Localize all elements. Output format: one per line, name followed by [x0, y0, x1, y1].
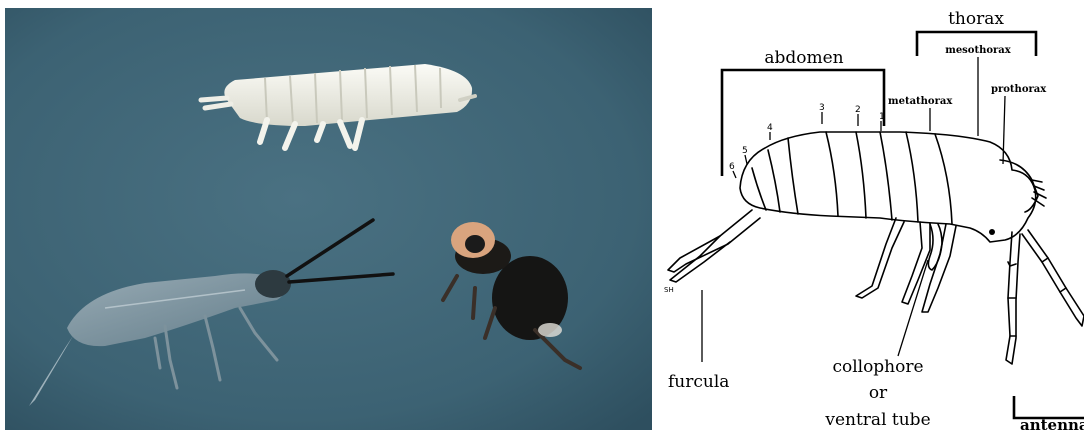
furcula-label: furcula: [668, 372, 729, 392]
segment-number-5: 5: [742, 146, 748, 156]
mesothorax-label: mesothorax: [945, 45, 1012, 56]
prothorax-label: prothorax: [991, 84, 1047, 95]
metathorax-label: metathorax: [888, 96, 953, 107]
segment-number-3: 3: [819, 103, 825, 113]
abdomen-label: abdomen: [764, 48, 843, 68]
segment-number-6: 6: [729, 162, 735, 172]
antennae-label: antennae: [1020, 416, 1084, 433]
springtail-photo: [5, 8, 652, 430]
photo-background: [5, 8, 652, 430]
collophore-label-line2: or: [869, 383, 888, 403]
segment-number-4: 4: [767, 123, 773, 133]
segment-number-2: 2: [855, 105, 861, 115]
artist-mark: SH: [664, 286, 674, 294]
segment-number-1: 1: [879, 112, 885, 122]
collophore-label-line1: collophore: [832, 357, 923, 377]
springtail-diagram: thorax abdomen mesothorax metathorax pro…: [660, 0, 1084, 433]
collophore-label-line3: ventral tube: [824, 410, 930, 430]
thorax-label: thorax: [948, 9, 1004, 29]
